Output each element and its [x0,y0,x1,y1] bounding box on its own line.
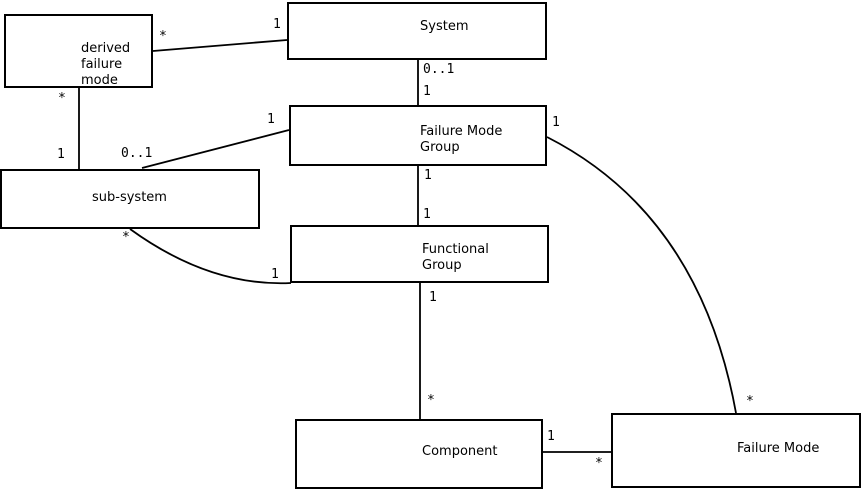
edge-fmg-subsystem [141,129,290,169]
multiplicity-component-failuremode-end1: 1 [547,429,555,444]
multiplicity-derived-subsystem-end1: * [58,91,66,106]
multiplicity-derived-subsystem-end2: 1 [57,147,65,162]
entity-failure-mode: Failure Mode [611,413,861,488]
entity-label: Functional Group [422,242,489,273]
multiplicity-derived-system-end2: 1 [273,17,281,32]
multiplicity-system-fmg-end1: 0..1 [423,62,455,77]
multiplicity-fmg-fg-end2: 1 [423,207,431,222]
multiplicity-fg-component-end2: * [427,393,435,408]
multiplicity-component-failuremode-end2: * [595,456,603,471]
multiplicity-fmg-failuremode-end2: * [746,394,754,409]
multiplicity-fmg-subsystem-end2: 0..1 [121,146,153,161]
multiplicity-fmg-fg-end1: 1 [424,168,432,183]
multiplicity-fg-component-end1: 1 [429,290,437,305]
edge-subsystem-functionalgroup [129,228,292,285]
entity-derived-failure-mode: derived failure mode [4,14,153,88]
entity-label: derived failure mode [81,41,131,88]
entity-label: sub-system [92,190,167,205]
multiplicity-subsystem-fg-end2: 1 [271,267,279,282]
entity-functional-group: Functional Group [290,225,549,283]
entity-label: System [420,19,469,34]
multiplicity-derived-system-end1: * [159,29,167,44]
entity-label: Failure Mode Group [420,124,503,155]
edge-derived-system [152,39,288,52]
multiplicity-system-fmg-end2: 1 [423,84,431,99]
edge-fmg-failuremode [546,136,737,414]
entity-label: Component [422,444,498,459]
entity-failure-mode-group: Failure Mode Group [289,105,547,166]
entity-sub-system: sub-system [0,169,260,229]
entity-label: Failure Mode [737,441,820,456]
multiplicity-subsystem-fg-end1: * [122,230,130,245]
entity-system: System [287,2,547,60]
entity-component: Component [295,419,543,489]
multiplicity-fmg-subsystem-end1: 1 [267,112,275,127]
multiplicity-fmg-failuremode-end1: 1 [552,115,560,130]
